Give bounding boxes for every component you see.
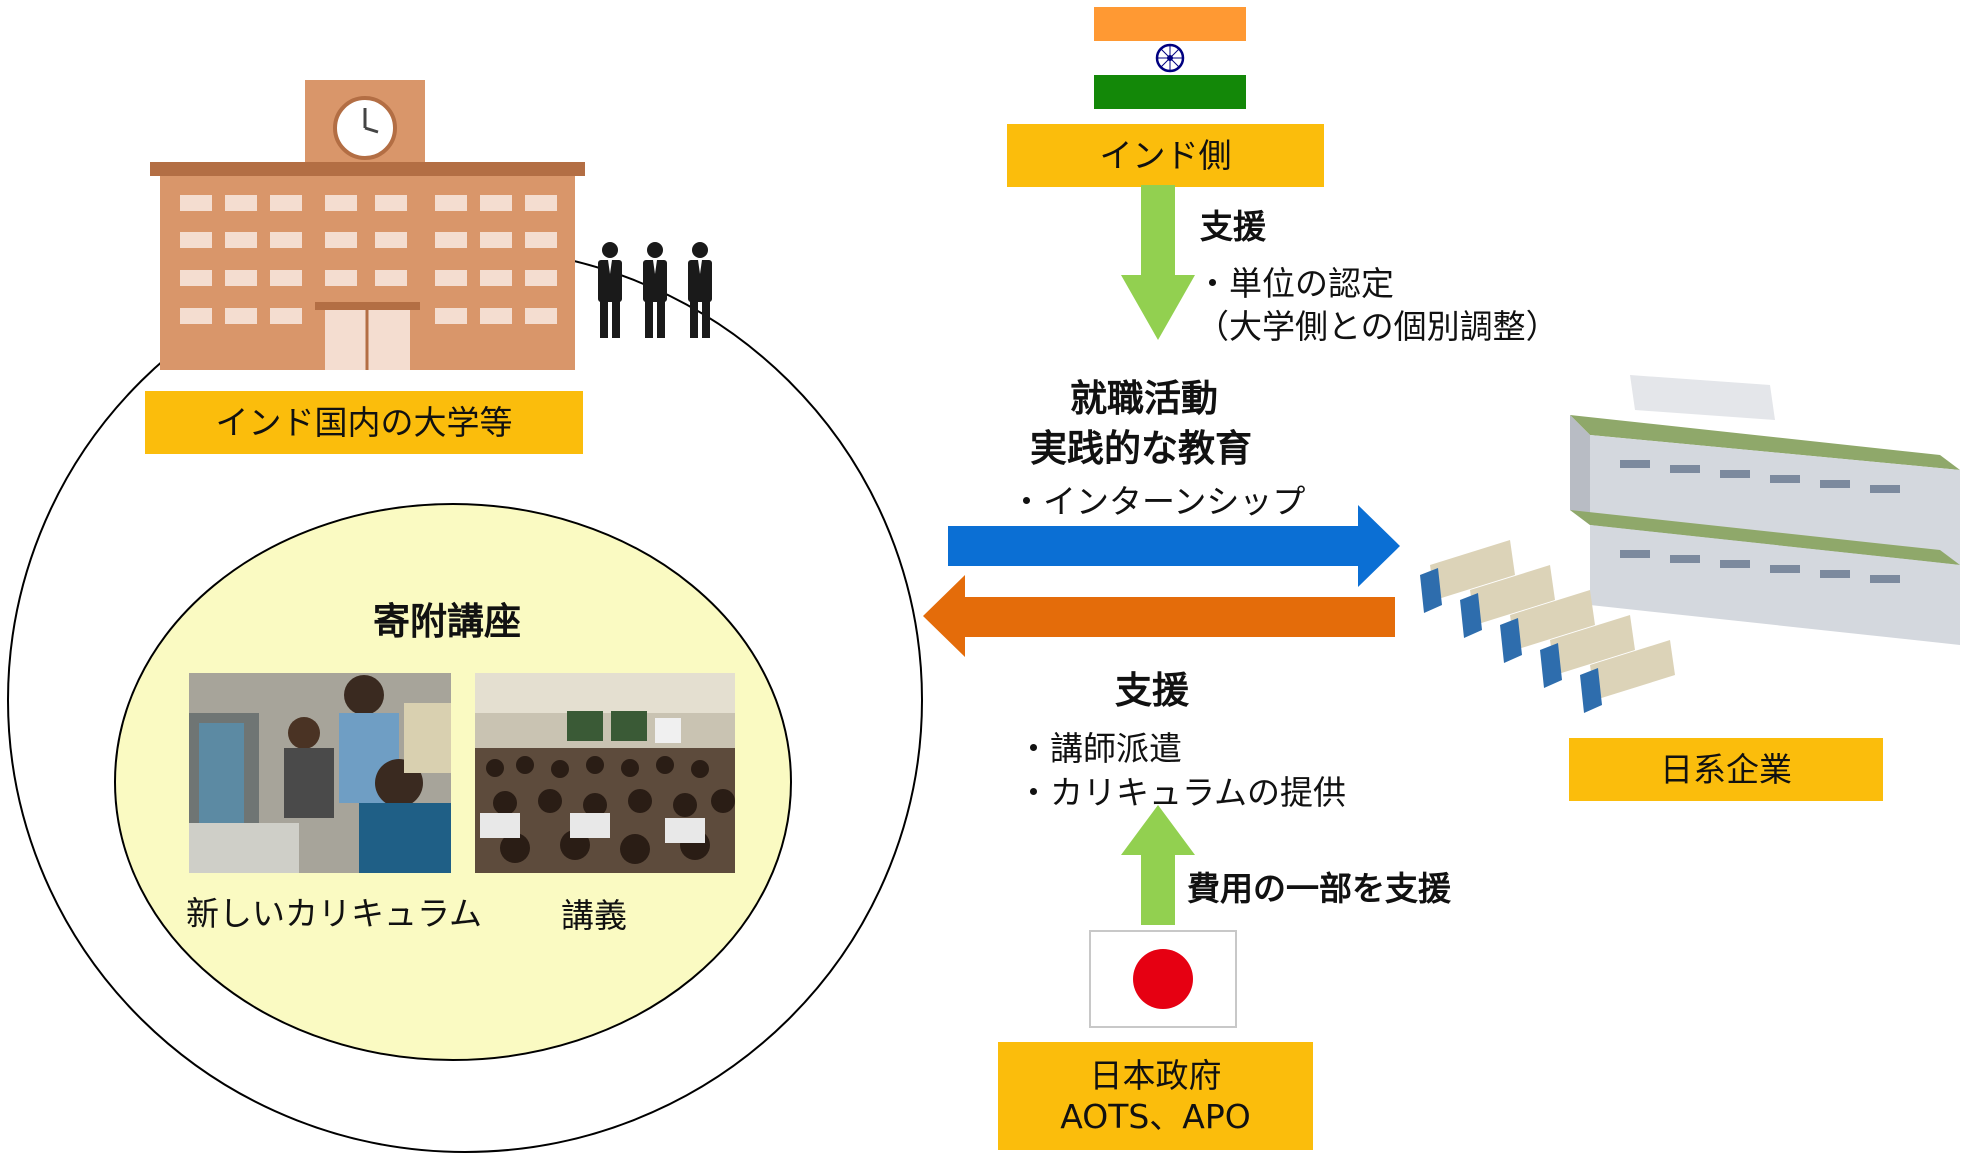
support-to-university-heading: 支援 [1115, 669, 1189, 712]
lecture-photo [475, 673, 735, 873]
curriculum-caption: 新しいカリキュラム [186, 894, 483, 933]
india-side-label: インド側 [1007, 124, 1324, 187]
endowed-course-title: 寄附講座 [373, 600, 521, 643]
japanese-companies-label: 日系企業 [1569, 738, 1883, 801]
to-university-arrow [923, 575, 1395, 657]
support-to-university-line-1: ・講師派遣 [1017, 729, 1182, 768]
support-down-arrow [1121, 185, 1195, 340]
japan-government-orgs: AOTS、APO [1060, 1097, 1251, 1136]
practical-education-heading: 実践的な教育 [1030, 427, 1252, 470]
to-companies-arrow [948, 505, 1400, 587]
curriculum-photo [189, 673, 451, 873]
students-icon [598, 242, 712, 338]
factory-trucks-icon [1420, 375, 1960, 713]
japan-government-name: 日本政府 [1089, 1055, 1222, 1095]
cost-support-label: 費用の一部を支援 [1187, 869, 1451, 908]
support-from-india-heading: 支援 [1200, 207, 1266, 246]
internship-item: ・インターンシップ [1010, 482, 1306, 521]
lecture-caption: 講義 [561, 896, 627, 935]
india-flag-icon [1094, 7, 1246, 109]
support-from-india-line-1: ・単位の認定 [1196, 264, 1394, 303]
school-building-icon [150, 80, 585, 370]
support-to-university-line-2: ・カリキュラムの提供 [1017, 773, 1347, 812]
job-hunting-heading: 就職活動 [1070, 377, 1218, 420]
cost-support-up-arrow [1121, 805, 1195, 925]
japan-government-label: 日本政府 AOTS、APO [998, 1042, 1313, 1150]
support-from-india-line-2: （大学側との個別調整） [1196, 307, 1559, 346]
university-label: インド国内の大学等 [145, 391, 583, 454]
japan-flag-icon [1089, 930, 1237, 1028]
